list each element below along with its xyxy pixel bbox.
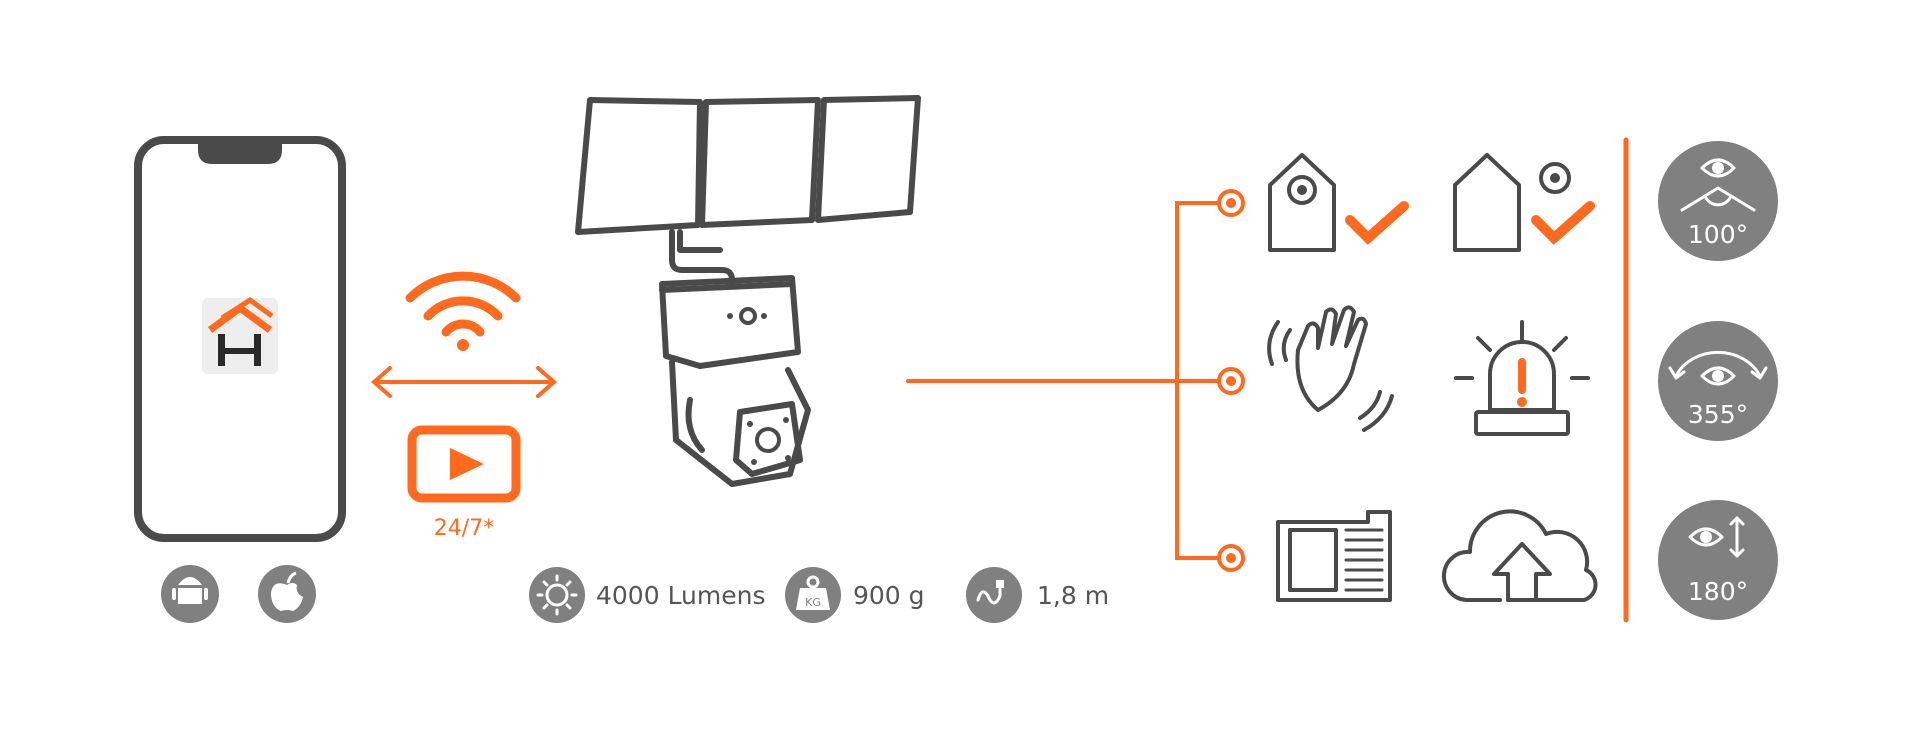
power-cable-icon [966, 567, 1022, 623]
spec-label: 4000 Lumens [596, 581, 766, 610]
siren-alarm-icon [1454, 320, 1590, 436]
spec-lumens: 4000 Lumens [529, 567, 766, 623]
angle-label: 180° [1688, 577, 1748, 606]
spec-label: 900 g [853, 581, 925, 610]
wifi-icon [405, 271, 521, 351]
sd-card-icon [1276, 510, 1392, 602]
cloud-upload-icon [1441, 509, 1598, 602]
view-angle-100: 100° [1658, 141, 1778, 261]
bidirectional-arrow-icon [370, 366, 558, 398]
streaming-label: 24/7* [434, 516, 494, 541]
eye-tilt-icon [1658, 500, 1778, 620]
svg-text:KG: KG [805, 596, 821, 609]
eye-field-of-view-icon [1658, 141, 1778, 261]
camera-home-check-icon [1268, 153, 1409, 252]
apple-icon [258, 565, 316, 623]
smartphone [134, 136, 346, 542]
feature-connector [906, 189, 1245, 572]
motion-wave-hand-icon [1267, 305, 1394, 432]
angle-label: 355° [1688, 400, 1748, 429]
view-angle-355: 355° [1658, 321, 1778, 441]
angle-label: 100° [1688, 220, 1748, 249]
live-video-play-icon [407, 425, 521, 503]
app-icon[interactable] [202, 296, 278, 374]
home-camera-check-icon [1453, 153, 1595, 252]
solar-floodlight-camera [575, 95, 921, 487]
spec-label: 1,8 m [1037, 581, 1109, 610]
android-icon [161, 565, 219, 623]
spec-weight: KG 900 g [785, 567, 925, 623]
spec-cable: 1,8 m [966, 567, 1109, 623]
view-angle-180: 180° [1658, 500, 1778, 620]
